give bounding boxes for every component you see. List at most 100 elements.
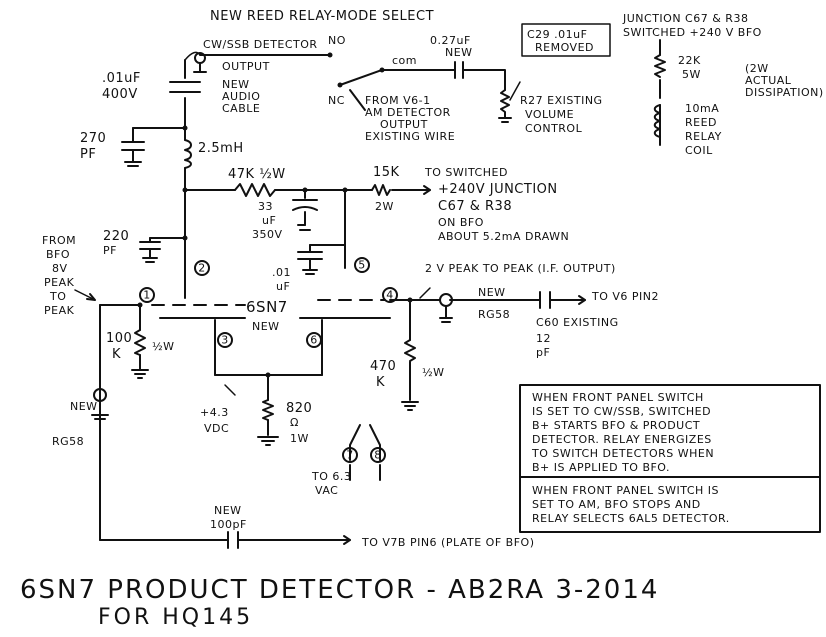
c01b-value: .01 [272, 266, 291, 279]
note2-line2: SET TO AM, BFO STOPS AND [532, 498, 701, 511]
tube-pins: 1 2 3 4 5 6 7 8 [139, 257, 398, 463]
relay-coil-1: 10mA [685, 102, 719, 115]
note2-line1: WHEN FRONT PANEL SWITCH IS [532, 484, 719, 497]
pin-5-label: 5 [358, 259, 366, 272]
r22k-value: 22K [678, 54, 701, 67]
heater-2: VAC [315, 484, 338, 497]
r15k-wattage: 2W [375, 200, 394, 213]
from-v6-4: EXISTING WIRE [365, 130, 455, 143]
rg58-top-shield [439, 293, 453, 307]
resistor-470k-symbol [404, 339, 416, 362]
note-box-2 [519, 476, 821, 533]
cathode-vdc: VDC [204, 422, 229, 435]
to-switched-4: ON BFO [438, 216, 484, 229]
c60-label: C60 EXISTING [536, 316, 619, 329]
note1-line4: DETECTOR. RELAY ENERGIZES [532, 433, 712, 446]
tube-type: 6SN7 [246, 298, 288, 316]
pin-4-label: 4 [386, 289, 394, 302]
capacitor-270pf-symbol [121, 127, 145, 167]
to-v7b-label: TO V7B PIN6 (PLATE OF BFO) [361, 536, 535, 549]
to-switched-5: ABOUT 5.2mA DRAWN [438, 230, 569, 243]
rg58-left-ground [91, 404, 109, 420]
r820-ohm: Ω [290, 416, 299, 429]
cathode-voltage: +4.3 [200, 406, 229, 419]
heater-1: TO 6.3 [311, 470, 351, 483]
footer-title: 6SN7 PRODUCT DETECTOR - AB2RA 3-2014 [20, 575, 659, 605]
footer: 6SN7 PRODUCT DETECTOR - AB2RA 3-2014 FOR… [20, 575, 659, 630]
from-bfo-5: TO [49, 290, 66, 303]
capacitor-220pf-symbol [139, 237, 161, 263]
rg58-top-ground [439, 305, 453, 323]
from-bfo-1: FROM [42, 234, 76, 247]
volume-pot-symbol [498, 89, 512, 123]
output-label: OUTPUT [222, 60, 270, 73]
note1-line3: B+ STARTS BFO & PRODUCT [532, 419, 700, 432]
note2-line3: RELAY SELECTS 6AL5 DETECTOR. [532, 512, 730, 525]
resistor-47k-symbol [234, 183, 276, 197]
from-bfo-2: BFO [46, 248, 70, 261]
relay-coil-4: COIL [685, 144, 713, 157]
to-switched-1: TO SWITCHED [424, 166, 508, 179]
relay-coil-2: REED [685, 116, 717, 129]
choke-value: 2.5mH [198, 141, 244, 156]
c33-voltage: 350V [252, 228, 283, 241]
resistor-22k-symbol [654, 54, 666, 78]
pin-7-marker [342, 447, 358, 463]
junction-note-2: SWITCHED +240 V BFO [623, 26, 762, 39]
pin-2-label: 2 [198, 262, 206, 275]
relay-coil-symbol [653, 104, 661, 138]
pin-3-marker [217, 332, 233, 348]
if-output-label: 2 V PEAK TO PEAK (I.F. OUTPUT) [425, 262, 616, 275]
resistor-15k-symbol [371, 184, 391, 196]
r470k-wattage: ½W [422, 366, 445, 379]
rg58-top-type: RG58 [478, 308, 510, 321]
from-v6-2: AM DETECTOR [365, 106, 451, 119]
choke-symbol [184, 139, 192, 169]
pin-6-label: 6 [310, 334, 318, 347]
c270-unit: PF [80, 147, 96, 162]
resistor-100k-symbol [134, 329, 146, 356]
component-symbols [86, 52, 666, 549]
from-v6-3: OUTPUT [380, 118, 428, 131]
tube-new: NEW [252, 320, 280, 333]
to-v6-label: TO V6 PIN2 [591, 290, 659, 303]
pin-8-marker [370, 447, 386, 463]
note1-line1: WHEN FRONT PANEL SWITCH [532, 391, 704, 404]
from-v6-1: FROM V6-1 [365, 94, 431, 107]
pin-3-label: 3 [221, 334, 229, 347]
c01-voltage: 400V [102, 87, 138, 102]
capacitor-01uf-symbol [169, 81, 201, 93]
note1-line5: TO SWITCH DETECTORS WHEN [531, 447, 714, 460]
c220-unit: PF [103, 244, 117, 257]
footer-subtitle: FOR HQ145 [98, 605, 253, 630]
c100-new: NEW [214, 504, 242, 517]
nc-label: NC [328, 94, 345, 107]
c270-value: 270 [80, 131, 106, 146]
c33-unit: uF [262, 214, 276, 227]
c60-value: 12 [536, 332, 551, 345]
to-switched-3: C67 & R38 [438, 199, 512, 214]
cap-027-value: 0.27uF [430, 34, 471, 47]
pin-8-label: 8 [374, 449, 382, 462]
r100k-value: 100 [106, 331, 132, 346]
pin-6-marker [306, 332, 322, 348]
r820-wattage: 1W [290, 432, 309, 445]
no-label: NO [328, 34, 346, 47]
dissipation-1: (2W [745, 62, 769, 75]
c220-value: 220 [103, 229, 129, 244]
cap-027-new: NEW [445, 46, 473, 59]
c01b-unit: uF [276, 280, 290, 293]
resistor-820-symbol [262, 399, 274, 421]
volume-2: VOLUME [525, 108, 574, 121]
from-bfo-3: 8V [52, 262, 68, 275]
r47k-value: 47K ½W [228, 167, 286, 182]
c100-value: 100pF [210, 518, 247, 531]
pin-1-label: 1 [143, 289, 151, 302]
capacitor-c60-symbol [539, 291, 551, 309]
rg58-left-shield [93, 388, 107, 402]
to-switched-2: +240V JUNCTION [438, 182, 558, 197]
cable-label-3: CABLE [222, 102, 260, 115]
notes-box: WHEN FRONT PANEL SWITCH IS SET TO CW/SSB… [519, 384, 821, 533]
c29-note-2: REMOVED [535, 41, 594, 54]
